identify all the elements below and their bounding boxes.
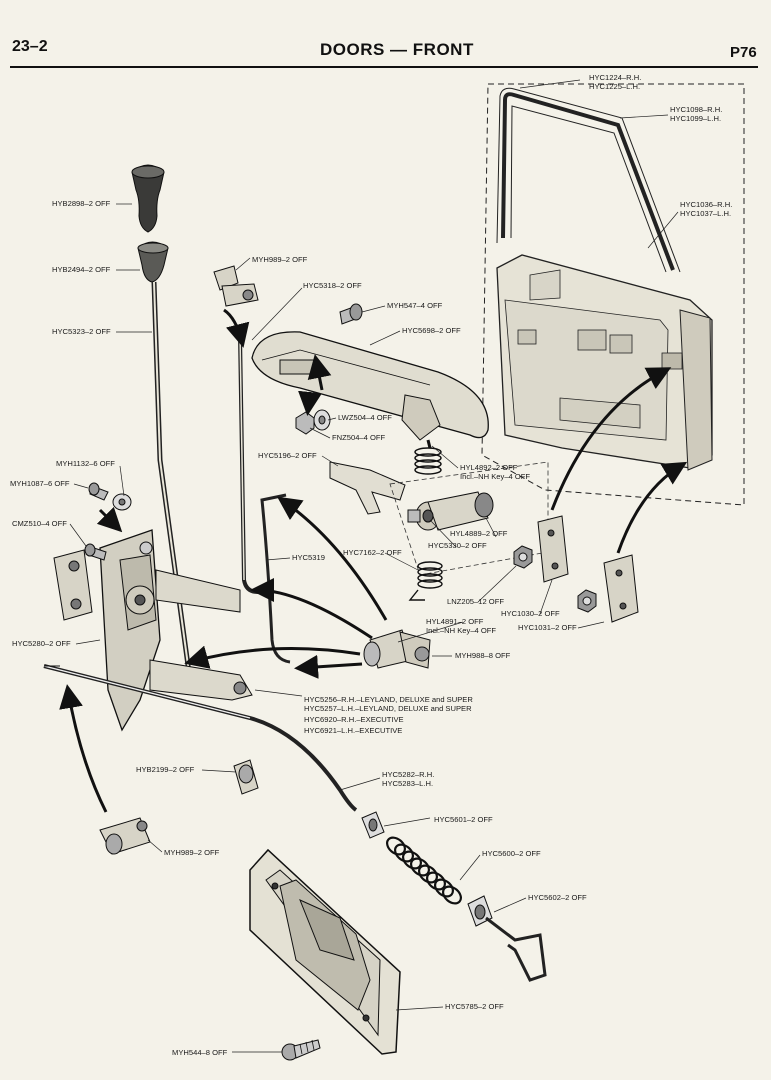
outside-handle-part	[251, 331, 489, 441]
label-hyc5330: HYC5330–2 OFF	[428, 541, 487, 550]
label-myh989-top: MYH989–2 OFF	[252, 255, 308, 264]
nut-lnz205-lower-part	[577, 589, 597, 613]
label-hyc7162: HYC7162–2 OFF	[343, 548, 402, 557]
label-myh544: MYH544–8 OFF	[172, 1048, 228, 1057]
label-hyc1036: HYC1036–R.H.	[680, 200, 732, 209]
page-number: P76	[730, 44, 757, 61]
assembly-arrows	[59, 308, 688, 813]
label-myh988: MYH988–8 OFF	[455, 651, 511, 660]
page-header: 23–2 DOORS — FRONT P76	[0, 0, 771, 68]
label-hyl4892-note: Incl.–NH Key–4 OFF	[460, 472, 530, 481]
label-hyc1030: HYC1030–2 OFF	[501, 609, 560, 618]
long-rod-hyc5282-part	[43, 664, 358, 812]
label-hyc5256: HYC5256–R.H.–LEYLAND, DELUXE and SUPER	[304, 695, 473, 704]
label-hyc5785: HYC5785–2 OFF	[445, 1002, 504, 1011]
label-hyb2494: HYB2494–2 OFF	[52, 265, 111, 274]
label-myh989-bottom: MYH989–2 OFF	[164, 848, 220, 857]
label-lnz205: LNZ205–12 OFF	[447, 597, 504, 606]
lock-knob-part	[131, 164, 165, 233]
label-hyc1031: HYC1031–2 OFF	[518, 623, 577, 632]
label-hyc5280: HYC5280–2 OFF	[12, 639, 71, 648]
label-hyc1098: HYC1098–R.H.	[670, 105, 722, 114]
label-hyc5318: HYC5318–2 OFF	[303, 281, 362, 290]
label-hyc5698: HYC5698–2 OFF	[402, 326, 461, 335]
handle-spring-part	[414, 439, 442, 475]
label-hyc5602: HYC5602–2 OFF	[528, 893, 587, 902]
screw-myh544-part	[281, 1039, 321, 1061]
clip-myh988-part	[363, 629, 431, 669]
lock-mechanism-part	[99, 529, 253, 732]
screw-myh1087-part	[88, 482, 109, 501]
leader-lines	[69, 79, 679, 1053]
page-title: DOORS — FRONT	[320, 40, 474, 59]
lever-hyc5196-part	[329, 461, 406, 515]
label-hyc5283: HYC5283–L.H.	[382, 779, 433, 788]
label-hyc1037: HYC1037–L.H.	[680, 209, 731, 218]
label-hyc5196: HYC5196–2 OFF	[258, 451, 317, 460]
washer-nut-part	[295, 409, 331, 435]
nut-lnz205-part	[513, 545, 533, 569]
rod-clip-upper-part	[213, 265, 259, 307]
label-hyc5319: HYC5319	[292, 553, 325, 562]
screw-myh547-part	[339, 303, 363, 325]
section-number: 23–2	[12, 38, 48, 55]
label-hyl4891-note: Incl.–NH Key–4 OFF	[426, 626, 496, 635]
label-hyl4891: HYL4891–2 OFF	[426, 617, 484, 626]
window-channel-part	[496, 87, 681, 273]
label-hyc5323: HYC5323–2 OFF	[52, 327, 111, 336]
label-myh1132: MYH1132–6 OFF	[56, 459, 115, 468]
inside-handle-part	[249, 848, 401, 1055]
label-hyc5282: HYC5282–R.H.	[382, 770, 434, 779]
label-hyl4889: HYL4889–2 OFF	[450, 529, 508, 538]
label-hyl4892: HYL4892–2 OFF	[460, 463, 518, 472]
door-group-dashed-frame	[481, 83, 745, 506]
label-hyc5257: HYC5257–L.H.–LEYLAND, DELUXE and SUPER	[304, 704, 472, 713]
part-labels: HYC1224–R.H. HYC1225–L.H. HYC1098–R.H. H…	[10, 73, 732, 1057]
label-hyb2199: HYB2199–2 OFF	[136, 765, 195, 774]
label-hyc1099: HYC1099–L.H.	[670, 114, 721, 123]
clip-hyb2199-part	[233, 759, 259, 795]
striker-plate-hyc1031-part	[603, 554, 639, 623]
lock-rod-part	[151, 281, 193, 681]
washer-myh1132-part	[112, 493, 132, 511]
label-hyc1225: HYC1225–L.H.	[589, 82, 640, 91]
door-shell-part	[496, 254, 713, 471]
label-myh1087: MYH1087–6 OFF	[10, 479, 70, 488]
header-rule	[10, 66, 758, 68]
bush-hyc5601-part	[361, 811, 385, 839]
label-lwz504: LWZ504–4 OFF	[338, 413, 392, 422]
rod-end-hook-part	[485, 916, 547, 982]
label-cmz510: CMZ510–4 OFF	[12, 519, 67, 528]
label-hyc5601: HYC5601–2 OFF	[434, 815, 493, 824]
screw-cmz510-part	[84, 543, 107, 561]
striker-plate-hyc1030-part	[537, 515, 569, 583]
label-hyc6920: HYC6920–R.H.–EXECUTIVE	[304, 715, 404, 724]
label-hyc1224: HYC1224–R.H.	[589, 73, 641, 82]
spring-hyc5600-part	[386, 836, 462, 905]
label-myh547: MYH547–4 OFF	[387, 301, 443, 310]
rod-clip-lower-part	[99, 817, 151, 855]
knob-escutcheon-part	[137, 241, 169, 283]
spring-hyc7162-part	[408, 561, 443, 601]
rod-hyc5319-part	[260, 493, 291, 664]
label-fnz504: FNZ504–4 OFF	[332, 433, 386, 442]
lock-barrel-part	[407, 491, 494, 531]
bracket-hyc5280-part	[53, 549, 93, 621]
label-hyb2898: HYB2898–2 OFF	[52, 199, 111, 208]
label-hyc5600: HYC5600–2 OFF	[482, 849, 541, 858]
label-hyc6921: HYC6921–L.H.–EXECUTIVE	[304, 726, 402, 735]
